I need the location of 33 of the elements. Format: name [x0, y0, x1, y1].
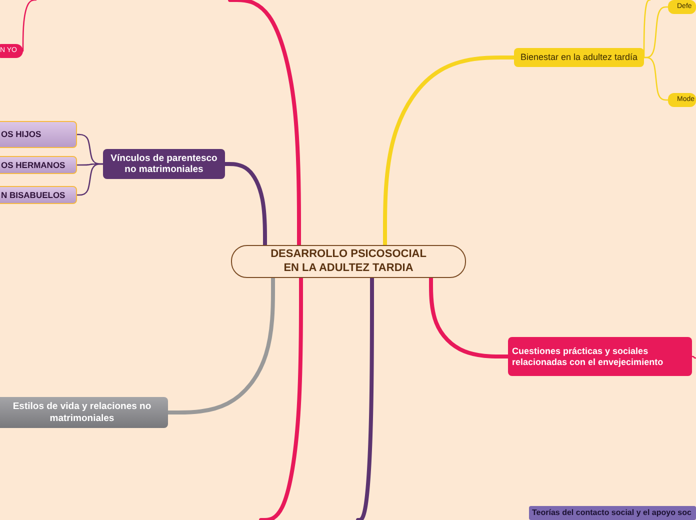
subtopic-box [0, 121, 77, 148]
topic-box [529, 506, 696, 520]
branch-line [383, 56, 516, 247]
topic-box [514, 48, 644, 67]
node-text: OS HERMANOS [1, 160, 66, 170]
branch-line [429, 276, 510, 358]
branch-line [259, 276, 303, 520]
node-text: Teorías del contacto social y el apoyo soc [532, 508, 692, 518]
branch-line [166, 276, 275, 414]
subtopic-box [0, 44, 23, 58]
branch-line [228, 0, 301, 247]
subtopic-box [0, 186, 77, 204]
node-text: Vínculos de parentesco no matrimoniales [110, 152, 218, 176]
branch-line [643, 0, 651, 58]
branch-line [223, 162, 267, 247]
central-topic [231, 245, 466, 278]
node-text: N BISABUELOS [1, 190, 66, 200]
subtopic-box [668, 93, 696, 107]
node-text: Cuestiones prácticas y sociales relacionadas con el envejecimiento [512, 346, 664, 368]
node-text: Bienestar en la adultez tardía [520, 52, 638, 63]
subtopic-box [0, 156, 77, 174]
branch-line [643, 56, 669, 101]
branch-line [76, 163, 104, 196]
branch-line [691, 356, 696, 359]
topic-box [103, 149, 225, 179]
topic-box [0, 397, 168, 428]
subtopic-box [668, 0, 696, 14]
topic-box [508, 337, 692, 376]
node-text: OS HIJOS [1, 129, 42, 140]
node-text: Estilos de vida y relaciones no matrimoniales [12, 401, 152, 424]
branch-line [356, 276, 374, 520]
branch-line [22, 0, 37, 52]
node-text: DESARROLLO PSICOSOCIAL EN LA ADULTEZ TARDIA [270, 248, 428, 275]
